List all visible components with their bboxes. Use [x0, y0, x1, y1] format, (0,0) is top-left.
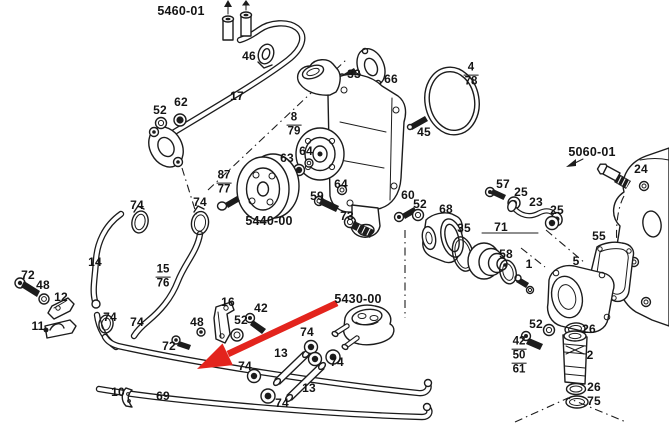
hoses-left: [90, 205, 210, 351]
water-pump-body: [295, 59, 407, 238]
o-ring-4-78: [424, 66, 480, 136]
inlet-housing-5: [546, 264, 615, 334]
bypass-pipe-23: [484, 186, 563, 231]
hoses-13-group: [246, 339, 341, 404]
small-parts-left: [14, 277, 77, 339]
pipes-69: [95, 333, 433, 421]
stud-1: [514, 274, 535, 295]
bypass-pipe-17: [148, 0, 306, 168]
stud-45: [406, 116, 428, 131]
red-arrow: [197, 300, 339, 369]
thermostat-group: [393, 207, 539, 285]
tube-2: [562, 322, 589, 409]
pump-hardware: [292, 158, 374, 238]
bolt-87-77: [216, 196, 240, 211]
pulley-5440: [236, 153, 300, 222]
bolt-42-50-61: [520, 323, 556, 350]
bracket-16-group: [171, 301, 266, 350]
oil-cooler-5430: [331, 304, 395, 351]
clip-10: [121, 387, 133, 408]
temp-sender-24: [566, 158, 631, 189]
